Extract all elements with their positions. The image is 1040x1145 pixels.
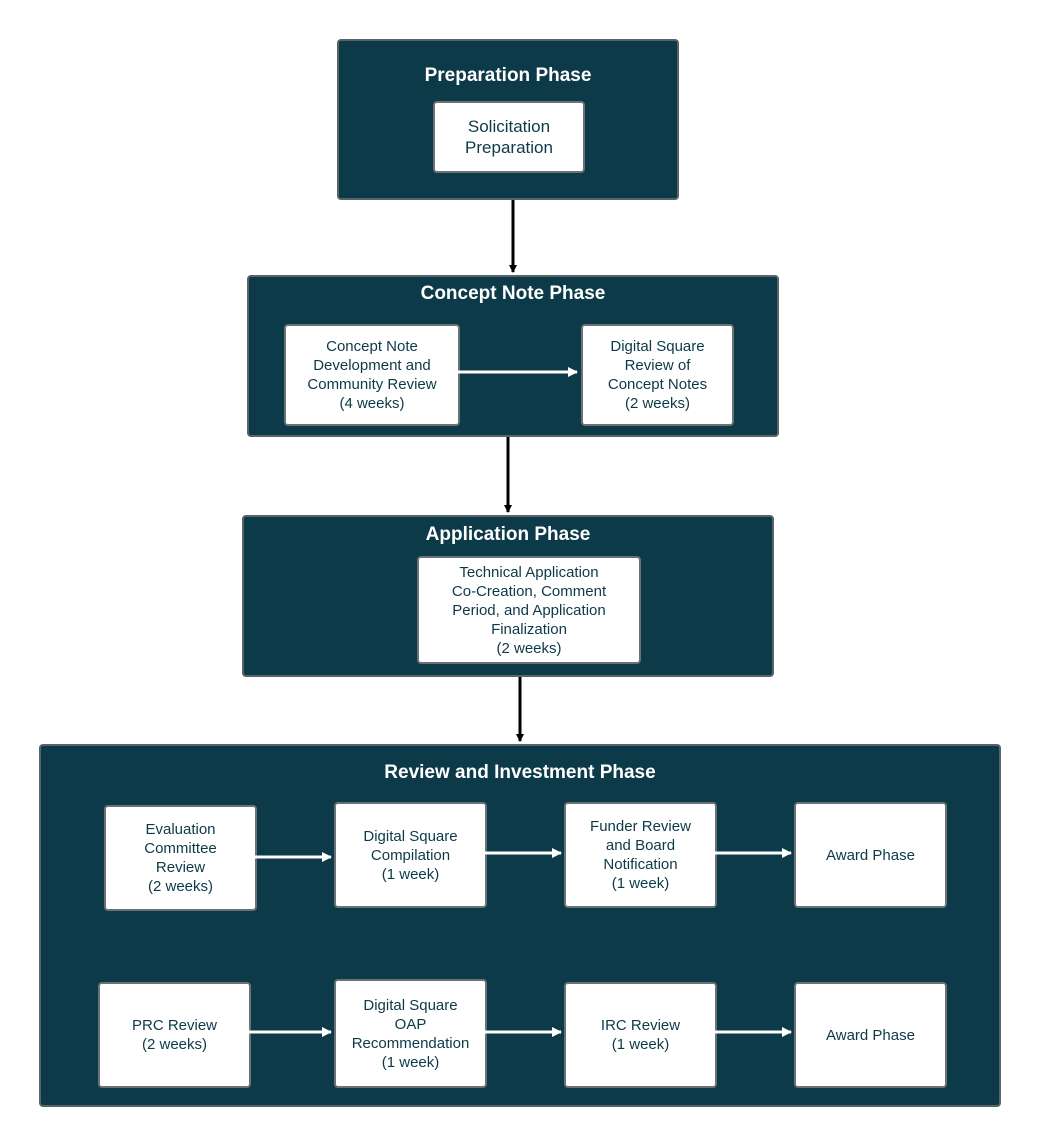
step-digital-square-review: Digital Square Review of Concept Notes (… [581, 324, 734, 426]
preparation-phase-title: Preparation Phase [424, 65, 592, 86]
step-prc-review: PRC Review (2 weeks) [98, 982, 251, 1088]
step-technical-application: Technical Application Co-Creation, Comme… [417, 556, 641, 664]
step-solicitation-preparation: Solicitation Preparation [433, 101, 585, 173]
application-phase-title: Application Phase [425, 524, 591, 545]
application-phase: Application Phase Technical Application … [242, 515, 774, 677]
preparation-phase: Preparation Phase Solicitation Preparati… [337, 39, 679, 200]
step-concept-note-development: Concept Note Development and Community R… [284, 324, 460, 426]
review-investment-phase: Review and Investment Phase Evaluation C… [39, 744, 1001, 1107]
step-irc-review: IRC Review (1 week) [564, 982, 717, 1088]
step-award-phase-1: Award Phase [794, 802, 947, 908]
review-investment-phase-title: Review and Investment Phase [384, 762, 656, 783]
concept-note-phase-title: Concept Note Phase [420, 283, 606, 304]
step-evaluation-committee-review: Evaluation Committee Review (2 weeks) [104, 805, 257, 911]
step-digital-square-oap-recommendation: Digital Square OAP Recommendation (1 wee… [334, 979, 487, 1088]
step-award-phase-2: Award Phase [794, 982, 947, 1088]
step-digital-square-compilation: Digital Square Compilation (1 week) [334, 802, 487, 908]
step-funder-review-board-notification: Funder Review and Board Notification (1 … [564, 802, 717, 908]
concept-note-phase: Concept Note Phase Concept Note Developm… [247, 275, 779, 437]
